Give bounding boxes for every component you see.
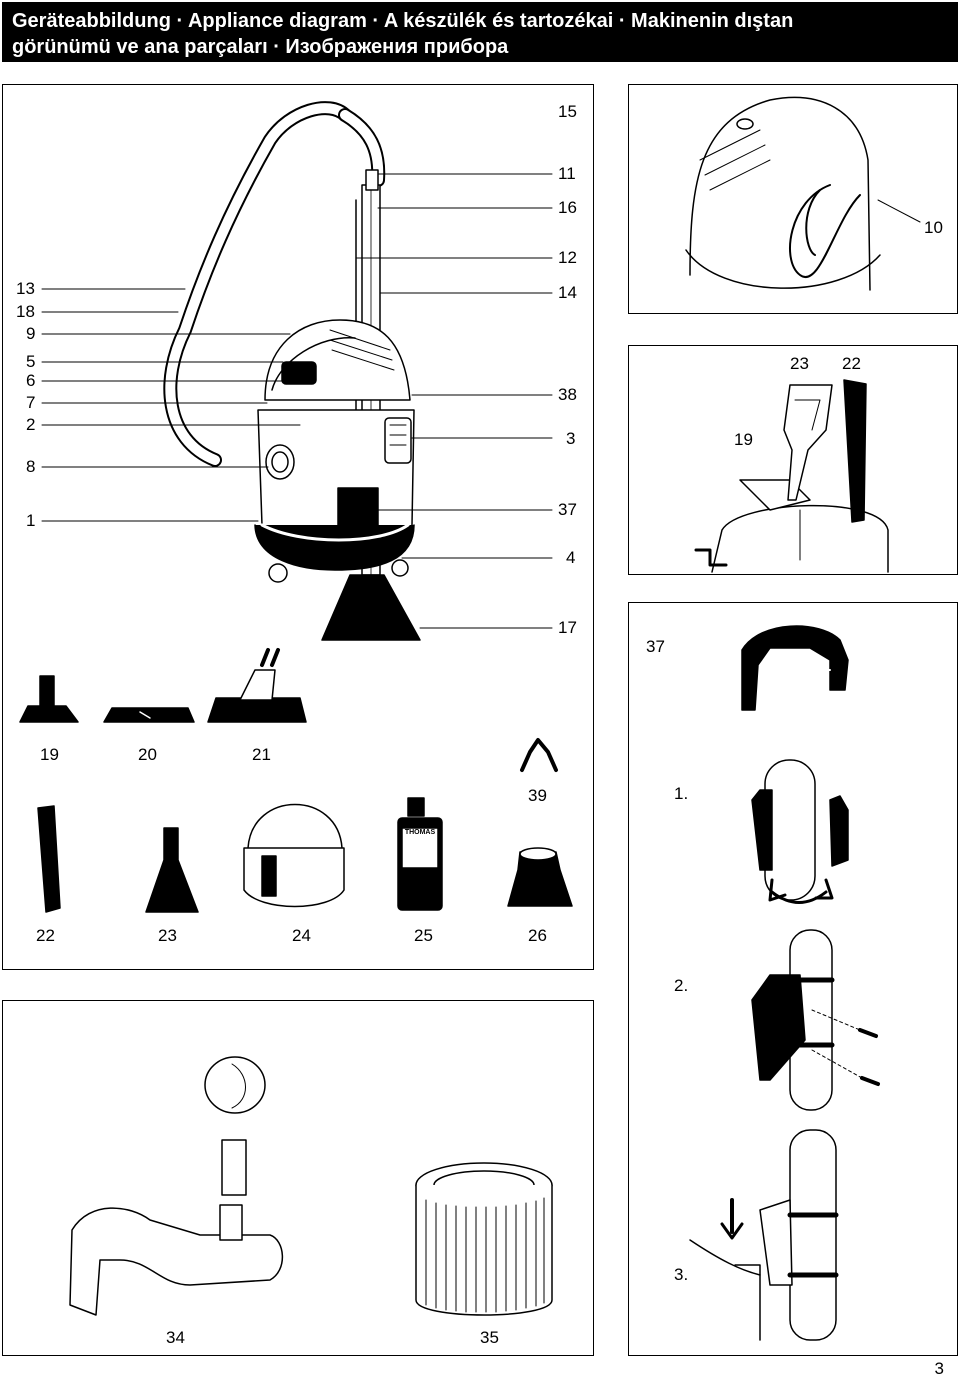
header-title-line-2: görünümü ve ana parçaları · Изображения …: [12, 36, 509, 58]
callout-12: 12: [558, 248, 577, 267]
accessory-34: 34: [166, 1328, 185, 1347]
nozzle-callout-19: 19: [734, 430, 753, 449]
bracket-mounting-panel: [628, 602, 958, 1356]
main-appliance-panel: [2, 84, 594, 970]
callout-17: 17: [558, 618, 577, 637]
floor-nozzle-illustrations: [19, 648, 307, 723]
clip-illustration: [520, 738, 558, 772]
cord-callout-10: 10: [924, 218, 943, 237]
callout-4: 4: [566, 548, 576, 567]
nozzle-callout-22: 22: [842, 354, 861, 373]
accessory-23: 23: [158, 926, 177, 945]
nozzle-storage-panel: [628, 345, 958, 575]
callout-3: 3: [566, 429, 576, 448]
accessory-21: 21: [252, 745, 271, 764]
callout-37: 37: [558, 500, 577, 519]
nozzle-callout-23: 23: [790, 354, 809, 373]
cord-storage-panel: [628, 84, 958, 314]
accessory-24: 24: [292, 926, 311, 945]
page-header: Geräteabbildung · Appliance diagram · A …: [2, 2, 958, 62]
callout-13: 13: [16, 279, 35, 298]
callout-9: 9: [26, 324, 36, 343]
callout-11: 11: [558, 164, 576, 183]
bottle-brand-label: THOMAS: [404, 829, 436, 836]
bottom-accessories-panel: [2, 1000, 594, 1356]
bracket-step-3: 3.: [674, 1265, 689, 1284]
callout-7: 7: [26, 393, 36, 412]
bracket-step-illustrations: [689, 625, 880, 1341]
callout-38: 38: [558, 385, 577, 404]
callout-1: 1: [26, 511, 36, 530]
callout-14: 14: [558, 283, 577, 302]
accessory-26: 26: [528, 926, 547, 945]
callout-6: 6: [26, 371, 36, 390]
accessory-22: 22: [36, 926, 55, 945]
callout-5: 5: [26, 352, 36, 371]
header-title-line-1: Geräteabbildung · Appliance diagram · A …: [12, 10, 794, 32]
bracket-callout-37: 37: [646, 637, 665, 656]
accessory-20: 20: [138, 745, 157, 764]
accessory-35: 35: [480, 1328, 499, 1347]
callout-16: 16: [558, 198, 577, 217]
callout-8: 8: [26, 457, 36, 476]
bottom-accessory-illustrations: [69, 1056, 553, 1316]
page-number: 3: [934, 1359, 944, 1378]
bracket-step-1: 1.: [674, 784, 689, 803]
nozzle-storage-illustration: [694, 379, 889, 573]
accessory-25: 25: [414, 926, 433, 945]
cord-storage-illustration: [685, 96, 921, 291]
vacuum-illustration: [41, 101, 553, 641]
bracket-step-2: 2.: [674, 976, 689, 995]
callout-18: 18: [16, 302, 35, 321]
accessory-19: 19: [40, 745, 59, 764]
accessory-39: 39: [528, 786, 547, 805]
callout-2: 2: [26, 415, 36, 434]
accessory-row-illustrations: [37, 797, 573, 913]
callout-15: 15: [558, 102, 577, 121]
